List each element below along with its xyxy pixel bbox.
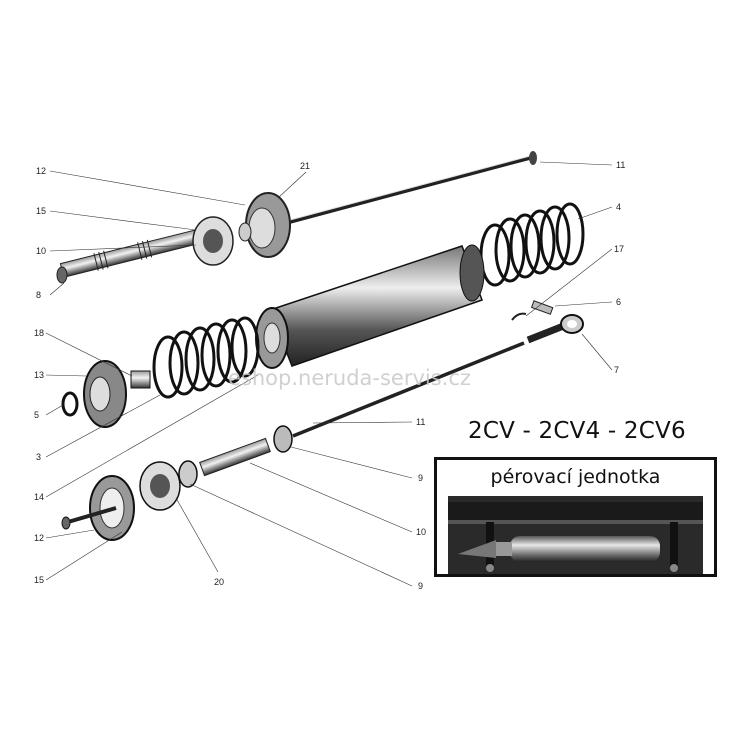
main-cylinder	[255, 244, 485, 369]
callout-9-top: 9	[418, 473, 423, 483]
callout-13: 13	[34, 370, 44, 380]
suspension-unit-photo	[448, 496, 703, 574]
watermark: eshop.neruda-servis.cz	[228, 366, 471, 390]
shaft-top	[56, 227, 206, 284]
callout-17: 17	[614, 244, 624, 254]
bell-cup-20	[139, 461, 181, 511]
washer-9b	[178, 460, 198, 488]
callout-3: 3	[36, 452, 41, 462]
inset-title: pérovací jednotka	[490, 466, 661, 488]
nut-9a	[273, 425, 293, 453]
ring-5	[61, 391, 79, 417]
callout-15-bottom: 15	[34, 575, 44, 585]
model-heading: 2CV - 2CV4 - 2CV6	[468, 418, 686, 444]
callout-20: 20	[214, 577, 224, 587]
callout-numbers: 12 21 11 15 4 10 17 8 6 18 7 13 5 11 3 9…	[34, 160, 625, 591]
callout-21: 21	[300, 161, 310, 171]
bolt-12	[61, 506, 117, 530]
callout-11-bottom: 11	[416, 417, 425, 427]
callout-10-top: 10	[36, 246, 46, 256]
flange-cap-13	[83, 360, 127, 428]
callout-15-top: 15	[36, 206, 46, 216]
callout-11-top: 11	[616, 160, 625, 170]
long-rod-top	[289, 151, 537, 224]
callout-12-bottom: 12	[34, 533, 44, 543]
callout-5: 5	[34, 410, 39, 420]
callout-7: 7	[614, 365, 619, 375]
clip-pin	[511, 312, 527, 321]
rod-eye-7	[526, 314, 584, 344]
bushing-18	[130, 370, 151, 389]
callout-12-top: 12	[36, 166, 46, 176]
callout-9-bottom: 9	[418, 581, 423, 591]
long-rod-bottom	[292, 341, 525, 438]
end-cap-top	[238, 192, 291, 258]
callout-10-bottom: 10	[416, 527, 426, 537]
callout-8: 8	[36, 290, 41, 300]
leader-lines	[45, 161, 613, 587]
inset-photo-box: pérovací jednotka	[434, 457, 717, 577]
shaft-bottom	[199, 437, 271, 477]
callout-6: 6	[616, 297, 621, 307]
pin-6	[530, 300, 554, 315]
coil-spring-right	[479, 202, 585, 287]
callout-14: 14	[34, 492, 44, 502]
bell-cup-top	[192, 216, 234, 266]
coil-spring-left	[152, 316, 260, 399]
callout-18: 18	[34, 328, 44, 338]
callout-4: 4	[616, 202, 621, 212]
